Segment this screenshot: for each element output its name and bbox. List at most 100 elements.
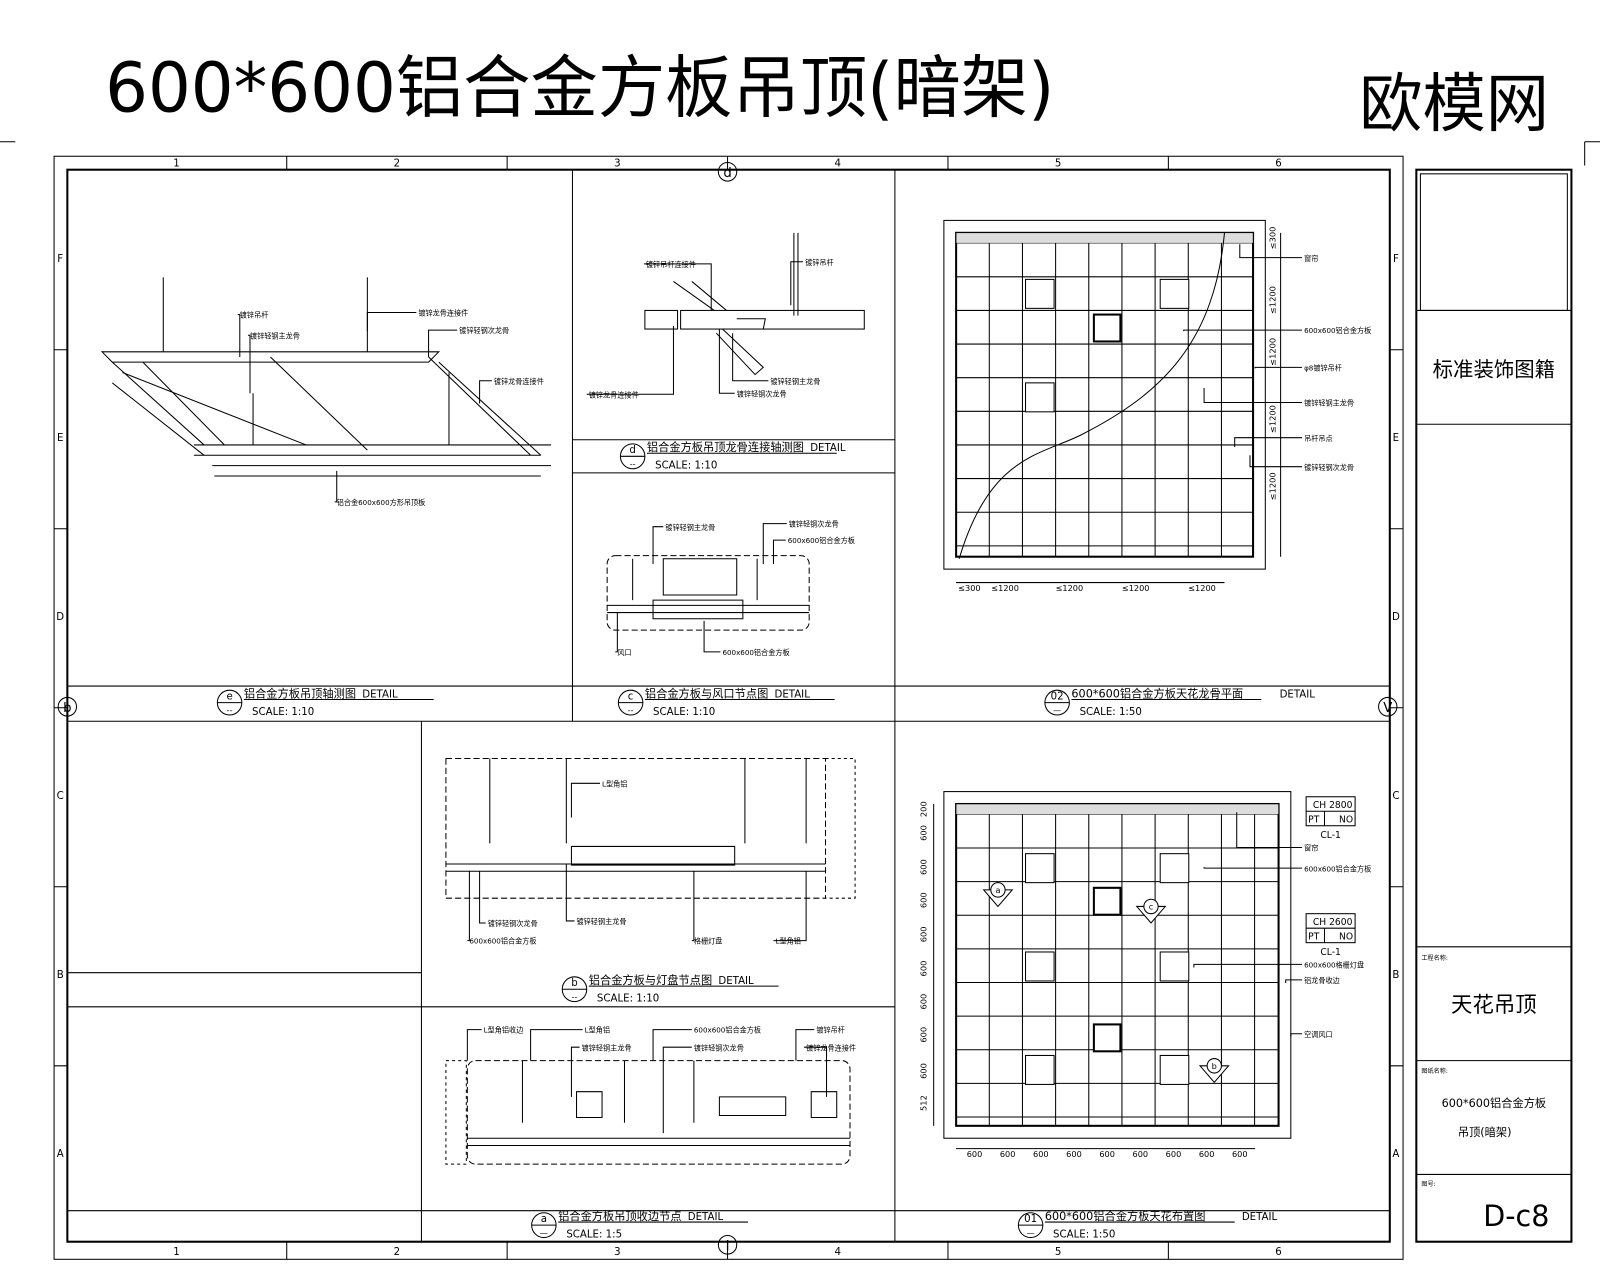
- dimension: ≤1200: [1122, 583, 1150, 593]
- dimension: ≤1200: [991, 583, 1019, 593]
- callout-label: L型角铝收边: [484, 1026, 524, 1035]
- dimension: ≤300: [958, 583, 980, 593]
- callout-label: 镀锌轻钢主龙骨: [665, 523, 715, 532]
- axis-bubble-top: d: [717, 161, 738, 182]
- dimension: 600: [1000, 1149, 1016, 1159]
- dimension: 600: [1166, 1149, 1182, 1159]
- grid-column-top: 4: [835, 158, 842, 170]
- tag-no: NO: [1339, 815, 1353, 826]
- callout-label: 窗帘: [1304, 844, 1318, 853]
- axis-bubble-bottom: I: [717, 1234, 738, 1255]
- grid-column-bottom: 4: [835, 1246, 842, 1258]
- callout-label: 镀锌轻钢次龙骨: [488, 919, 538, 928]
- series-name: 标准装饰图籍: [1433, 358, 1555, 382]
- callout-label: 镀锌龙骨连接件: [806, 1043, 856, 1052]
- dimension: 600: [919, 961, 929, 977]
- panel-scale: SCALE: 1:10: [597, 993, 659, 1005]
- callout-label: L型角铝: [776, 937, 801, 946]
- callout-label: 风口: [617, 648, 631, 657]
- callout-label: 吊杆吊点: [1304, 434, 1333, 443]
- callout-label: 镀锌吊杆: [805, 258, 834, 267]
- dimension: ≤1200: [1268, 405, 1278, 433]
- detail-d-connection: [644, 232, 865, 376]
- callout-label: 镀锌轻钢主龙骨: [1304, 399, 1354, 408]
- dimension: 512: [919, 1095, 929, 1111]
- light-panel: [1159, 853, 1190, 884]
- dimension: 600: [919, 859, 929, 875]
- title-block: 标准装饰图籍 工程名称: 天花吊顶 图纸名称: 600*600铝合金方板 吊顶(…: [1415, 168, 1573, 1243]
- panel-tag: 01: [1024, 1213, 1037, 1225]
- panel-detail: DETAIL: [810, 442, 846, 454]
- light-panel: [1025, 853, 1055, 884]
- section-mark: c: [1135, 898, 1167, 924]
- grid-column-bottom: 3: [614, 1246, 621, 1258]
- air-diffuser: [1092, 1023, 1122, 1053]
- light-panel: [1025, 1054, 1055, 1085]
- dimension: 600: [919, 926, 929, 942]
- callout-label: 镀锌轻钢主龙骨: [770, 377, 820, 386]
- panel-subtag: --: [628, 705, 634, 715]
- panel-scale: SCALE: 1:5: [566, 1229, 622, 1241]
- section-mark-label: c: [1149, 901, 1154, 911]
- dimension: 600: [1099, 1149, 1115, 1159]
- panel-detail: DETAIL: [688, 1211, 724, 1223]
- detail-c-vent: [606, 555, 810, 631]
- ceiling-framing-plan-02: ≤300≤1200≤1200≤1200≤1200≤300≤1200≤1200≤1…: [943, 219, 1282, 593]
- drawing-label: 图纸名称:: [1421, 1067, 1448, 1075]
- grid-row-right: B: [1392, 969, 1399, 981]
- callout-label: 铝合金600x600方形吊顶板: [337, 498, 426, 507]
- dimension: ≤1200: [1056, 583, 1084, 593]
- panel-scale: SCALE: 1:10: [655, 460, 717, 472]
- axis-bubble-right: V: [1378, 696, 1398, 717]
- grid-row-right: C: [1392, 790, 1399, 802]
- callout-label: 镀锌轻钢主龙骨: [582, 1043, 632, 1052]
- panel-tag: e: [226, 690, 232, 702]
- tag-pt: PT: [1308, 815, 1319, 826]
- panel-title: 铝合金方板与风口节点图: [645, 686, 768, 700]
- grid-column-top: 6: [1275, 158, 1282, 170]
- panel-subtag: —: [540, 1227, 548, 1237]
- callout-label: 铝龙骨收边: [1304, 976, 1340, 985]
- drawing-number: D-c8: [1483, 1199, 1549, 1233]
- drawing-name-line2: 吊顶(暗架): [1458, 1125, 1512, 1139]
- callout-label: L型角铝: [602, 779, 627, 788]
- ceiling-height: CH 2600: [1313, 917, 1353, 928]
- callout-label: 600x600格栅灯盘: [1304, 960, 1364, 969]
- callout-label: 600x600铝合金方板: [694, 1026, 761, 1035]
- panel-detail: DETAIL: [774, 688, 810, 700]
- section-mark-label: a: [995, 885, 1000, 895]
- grid-column-top: 5: [1055, 158, 1062, 170]
- grid-row-left: B: [57, 969, 64, 981]
- panel-title: 铝合金方板吊顶收边节点: [558, 1209, 681, 1223]
- light-panel: [1159, 951, 1190, 982]
- vent-grille: [1025, 278, 1055, 309]
- detail-e-isometric: [100, 277, 552, 477]
- callout-label: 窗帘: [1304, 254, 1318, 263]
- dimension: 600: [1066, 1149, 1082, 1159]
- number-label: 图号:: [1421, 1181, 1435, 1188]
- dimension: 600: [919, 825, 929, 841]
- light-panel: [1025, 951, 1055, 982]
- ceiling-height: CH 2800: [1313, 800, 1353, 811]
- vent-grille: [1159, 278, 1190, 309]
- grid-column-bottom: 1: [173, 1246, 180, 1258]
- callout-label: 600x600铝合金方板: [1304, 864, 1371, 873]
- dimension: 200: [919, 801, 929, 817]
- callout-label: 镀锌轻钢次龙骨: [737, 389, 787, 398]
- grid-column-bottom: 6: [1275, 1246, 1282, 1258]
- project-name: 天花吊顶: [1451, 993, 1537, 1018]
- grid-row-right: D: [1392, 611, 1400, 623]
- panel-title: 铝合金方板吊顶龙骨连接轴测图: [647, 440, 804, 454]
- dimension: 600: [919, 1063, 929, 1079]
- section-mark: a: [982, 882, 1014, 908]
- panel-detail: DETAIL: [1242, 1211, 1278, 1223]
- callout-label: L型角铝: [585, 1026, 610, 1035]
- panel-detail: DETAIL: [718, 975, 754, 987]
- inner-frame: [66, 168, 1391, 1243]
